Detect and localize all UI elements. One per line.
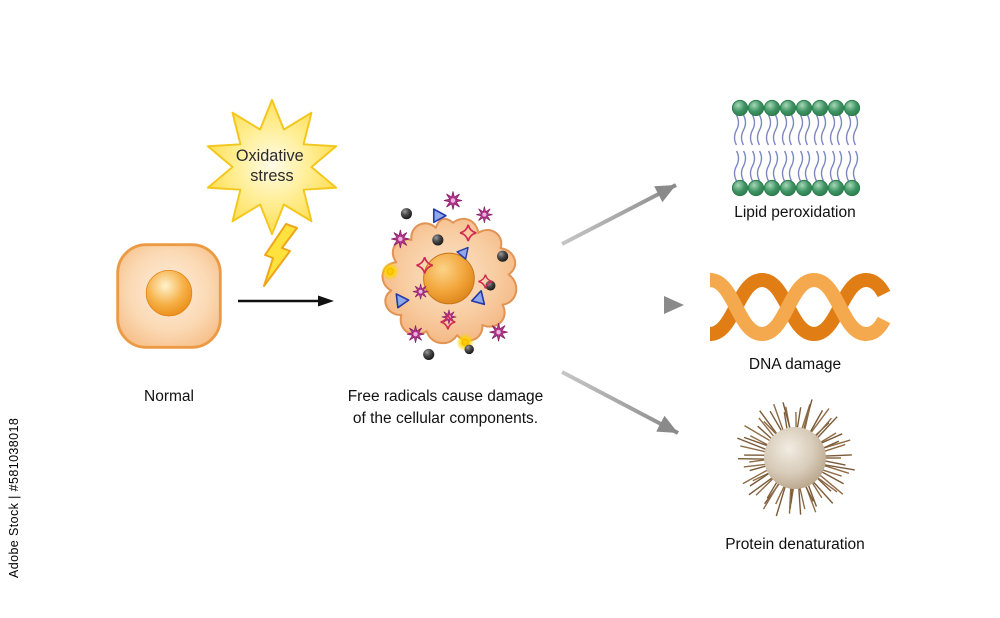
caption-line2: of the cellular components. [352, 410, 539, 428]
normal-cell-label: Normal [144, 388, 194, 405]
dna-strand-dark [708, 272, 891, 342]
damaged-cell-nucleus [423, 252, 475, 305]
burst-radical-icon [443, 190, 463, 211]
dna-helix-illustration [708, 272, 891, 342]
lightning-bolt-icon [263, 223, 298, 287]
burst-radical-icon [412, 283, 429, 300]
orb-radical-icon [400, 208, 412, 220]
normal-cell-illustration [116, 243, 222, 349]
burst-radical-icon [406, 325, 425, 344]
lipid-molecules [731, 99, 861, 197]
lipid-peroxidation-label: Lipid peroxidation [734, 204, 856, 221]
orb-radical-icon [423, 348, 435, 360]
normal-cell-nucleus [145, 269, 193, 317]
orb-radical-icon [497, 250, 509, 262]
oxidative-stress-line1: Oxidative [236, 147, 304, 165]
starburst-shape [206, 98, 338, 236]
orb-radical-icon [464, 344, 474, 355]
gray-arrow-to-dna [562, 296, 684, 314]
burst-radical-icon [475, 206, 494, 224]
dna-strand-light [708, 272, 891, 342]
stock-watermark: Adobe Stock | #581038018 [7, 417, 21, 578]
dna-damage-label: DNA damage [748, 356, 842, 373]
burst-radical-icon [488, 322, 509, 342]
oxidative-stress-text: Oxidative stress [236, 147, 308, 185]
burst-radical-icon [390, 229, 410, 249]
damaged-cell-illustration [380, 190, 518, 360]
gray-arrow-to-protein [561, 370, 679, 435]
gray-arrow-to-lipid [561, 183, 677, 246]
damaged-cell-caption: Free radicals cause damage of the cellul… [308, 386, 583, 431]
orb-radical-icon [432, 234, 444, 246]
protein-core [764, 427, 826, 489]
lipid-bilayer-illustration [731, 99, 861, 197]
protein-illustration [737, 399, 855, 517]
caption-line1: Free radicals cause damage [347, 388, 544, 405]
arrow-right-icon [238, 295, 334, 307]
oxidative-stress-line2: stress [250, 167, 293, 185]
glow-radical-icon [380, 261, 400, 281]
oxidative-stress-star: Oxidative stress [206, 98, 338, 236]
protein-denaturation-label: Protein denaturation [725, 536, 865, 553]
